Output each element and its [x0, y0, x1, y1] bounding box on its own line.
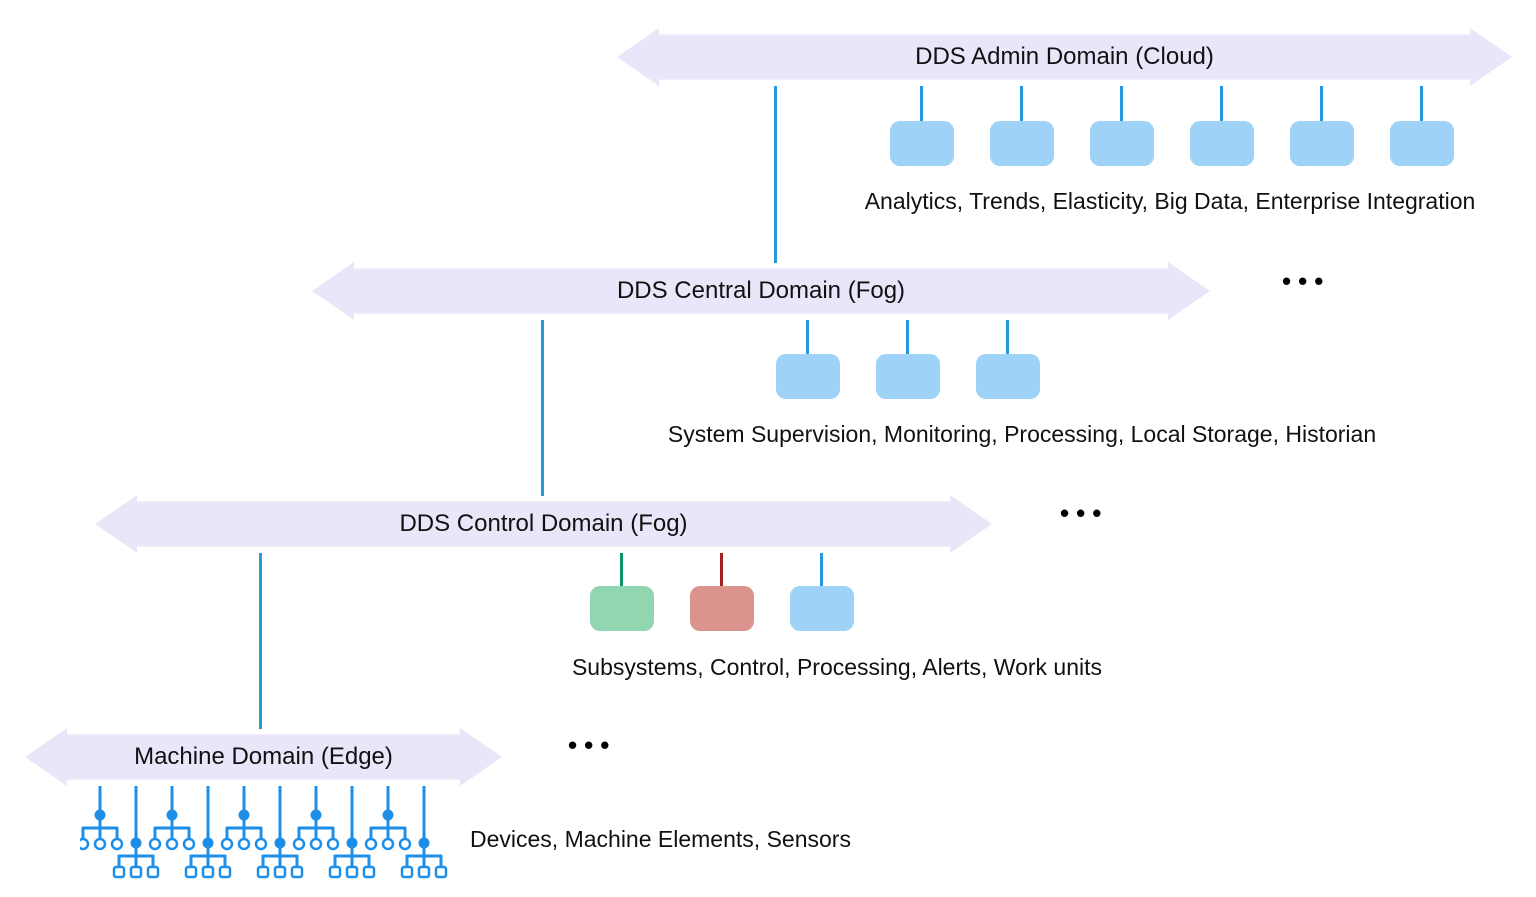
control-domain-arrow: DDS Control Domain (Fog)	[95, 495, 992, 553]
central-to-control-connector	[541, 320, 544, 496]
connector-line	[720, 553, 723, 586]
module-box	[1290, 121, 1354, 166]
connector-line	[1120, 86, 1123, 121]
central-domain-caption: System Supervision, Monitoring, Processi…	[667, 421, 1377, 447]
device-tree	[148, 786, 196, 851]
connector-line	[1320, 86, 1323, 121]
connector-line	[920, 86, 923, 121]
connector-line	[1020, 86, 1023, 121]
device-tree	[400, 786, 448, 879]
central-domain-label: DDS Central Domain (Fog)	[616, 277, 906, 304]
connector-line	[1006, 320, 1009, 354]
module-box	[790, 586, 854, 631]
control-domain-caption: Subsystems, Control, Processing, Alerts,…	[571, 654, 1103, 680]
module-box	[1390, 121, 1454, 166]
ellipsis-icon: •••	[1060, 498, 1109, 528]
control-to-machine-connector	[259, 553, 262, 729]
module-box	[876, 354, 940, 399]
connector-line	[1220, 86, 1223, 121]
ellipsis-icon: •••	[1282, 266, 1331, 296]
module-box	[776, 354, 840, 399]
connector-line	[906, 320, 909, 354]
device-tree	[80, 786, 124, 851]
module-box	[990, 121, 1054, 166]
connector-line	[806, 320, 809, 354]
control-domain-label: DDS Control Domain (Fog)	[399, 510, 688, 537]
machine-domain-label: Machine Domain (Edge)	[134, 743, 393, 770]
device-tree	[184, 786, 232, 879]
connector-line	[620, 553, 623, 586]
device-tree	[364, 786, 412, 851]
module-box	[976, 354, 1040, 399]
module-box	[590, 586, 654, 631]
admin-domain-arrow: DDS Admin Domain (Cloud)	[617, 28, 1512, 86]
admin-to-central-connector	[774, 86, 777, 263]
admin-domain-caption: Analytics, Trends, Elasticity, Big Data,…	[864, 188, 1476, 214]
module-box	[1190, 121, 1254, 166]
central-domain-arrow: DDS Central Domain (Fog)	[312, 262, 1210, 320]
machine-domain-arrow: Machine Domain (Edge)	[25, 728, 502, 786]
admin-domain-label: DDS Admin Domain (Cloud)	[915, 43, 1214, 70]
connector-line	[1420, 86, 1423, 121]
device-tree	[256, 786, 304, 879]
module-box	[690, 586, 754, 631]
device-tree	[220, 786, 268, 851]
connector-line	[820, 553, 823, 586]
device-tree	[292, 786, 340, 851]
module-box	[1090, 121, 1154, 166]
device-trees-icon	[80, 786, 448, 879]
module-box	[890, 121, 954, 166]
ellipsis-icon: •••	[568, 730, 617, 760]
machine-domain-caption: Devices, Machine Elements, Sensors	[470, 826, 851, 852]
device-tree	[112, 786, 160, 879]
device-tree	[328, 786, 376, 879]
